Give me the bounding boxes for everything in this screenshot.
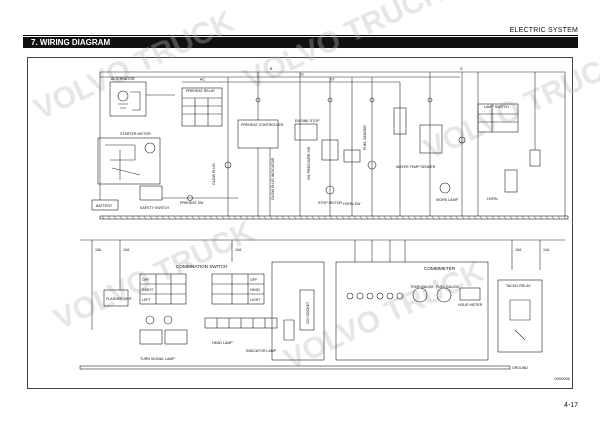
fuse-15a-1: 15A <box>95 248 102 252</box>
ground-bar-upper <box>99 215 569 220</box>
starter-motor-label: STARTER MOTOR <box>120 132 151 136</box>
work-lamp-label: WORK LAMP <box>436 198 459 202</box>
fuel-gauge-label: FUEL GAUGE <box>436 285 460 289</box>
section-title: ELECTRIC SYSTEM <box>509 27 578 34</box>
watermark-text-5: VOLVO TRUCK <box>279 255 489 376</box>
glow-plug-label: GLOW PLUG <box>212 163 216 185</box>
battery-label: BATTERY <box>96 204 113 208</box>
oil-pressure-label: OIL PRESSURE SW <box>307 146 311 180</box>
starter-motor: STARTER MOTOR <box>97 132 161 185</box>
figure-code: 0000000 <box>554 376 570 381</box>
battery: BATTERY <box>91 199 119 211</box>
fuse-15a-2: 15A <box>515 248 522 252</box>
head-lamp-label: HEAD LAMP <box>212 341 233 345</box>
safety-switch: SAFETY SWITCH PREHEAT SW <box>139 185 238 210</box>
sender-circuit: FUEL SENDER WATER TEMP SENDER <box>363 77 436 216</box>
turn-row-1: RIGHT <box>142 288 154 292</box>
alternator: ALTERNATOR <box>99 72 175 200</box>
combimeter: COMBIMETER TEMP GAUGE FUEL GAUGE HOUR ME… <box>335 240 489 361</box>
wire-code-ig: IG <box>300 73 304 77</box>
watermark-text-3: VOLVO TRUCK <box>419 45 600 166</box>
page-number: 4-17 <box>563 402 578 409</box>
safety-switch-label: SAFETY SWITCH <box>140 206 169 210</box>
combimeter-label: COMBIMETER <box>424 266 456 271</box>
engine-stop-circuit: ENGINE STOP STOP MOTOR OIL PRESSURE SW H… <box>294 72 361 216</box>
preheat-controller-label: PREHEAT CONTROLLER <box>241 123 284 127</box>
dc-socket: 12V SOCKET <box>271 261 325 361</box>
wire-code-b: B <box>270 67 273 71</box>
preheat-controller: PREHEAT CONTROLLER <box>237 72 284 216</box>
turn-row-0: OFF <box>142 278 150 282</box>
ground-label: GROUND <box>512 366 528 370</box>
indicator-lamp-label: INDICATOR LAMP <box>246 349 277 353</box>
light-row-1: HEAD <box>250 288 260 292</box>
preheat-switch-label: PREHEAT SW <box>180 201 204 205</box>
preheat-relay: PREHEAT RELAY <box>181 87 223 127</box>
wire-code-g: G <box>460 67 463 71</box>
flasher-unit: FLASHER UNIT <box>103 289 133 307</box>
turn-signal-lamp-label: TURN SIGNAL LAMP <box>140 357 175 361</box>
tacho-relay-label: TACHO RELAY <box>506 284 531 288</box>
temp-gauge-label: TEMP GAUGE <box>410 285 434 289</box>
wire-code-ac: AC <box>200 78 205 82</box>
watermark-text-1: VOLVO TRUCK <box>29 5 239 126</box>
flasher-unit-label: FLASHER UNIT <box>106 297 133 301</box>
preheat-relay-label: PREHEAT RELAY <box>186 89 216 93</box>
light-row-0: OFF <box>250 278 258 282</box>
header-rule <box>23 35 578 36</box>
fuse-10a-1: 10A <box>123 248 130 252</box>
work-lamp-circuit: WORK LAMP LAMP SWITCH HORN <box>419 72 566 216</box>
fuse-10a-3: 10A <box>543 248 550 252</box>
light-row-2: LIGHT <box>250 298 261 302</box>
alternator-label: ALTERNATOR <box>111 77 135 81</box>
glow-plug-indicator-label: GLOW PLUG INDICATOR <box>271 157 275 200</box>
lower-bus: 15A 10A 10A 15A 10A <box>80 239 565 330</box>
horn-label: HORN <box>487 197 498 201</box>
combination-switch-label: COMBINATION SWITCH <box>176 264 227 269</box>
engine-stop-label: ENGINE STOP <box>295 119 320 123</box>
dc-socket-label: 12V SOCKET <box>306 301 310 324</box>
wire-code-st: ST <box>330 78 335 82</box>
turn-row-2: LEFT <box>142 298 152 302</box>
fuse-10a-2: 10A <box>235 248 242 252</box>
ground-bar-lower: GROUND <box>79 365 528 370</box>
water-temp-label: WATER TEMP SENDER <box>396 165 436 169</box>
glow-plug: GLOW PLUG GLOW PLUG INDICATOR <box>212 77 275 216</box>
top-fuses <box>255 97 433 103</box>
page-title: 7. WIRING DIAGRAM <box>23 37 578 48</box>
stop-motor-label: STOP MOTOR <box>318 201 342 205</box>
combimeter-indicators <box>346 292 404 300</box>
diagram-frame <box>27 57 573 389</box>
lamps-lower: TURN SIGNAL LAMP HEAD LAMP INDICATOR LAM… <box>139 315 278 361</box>
fuel-sender-label: FUEL SENDER <box>363 125 367 150</box>
tacho-relay: TACHO RELAY <box>497 279 543 353</box>
hour-meter-label: HOUR METER <box>458 303 483 307</box>
combination-switch: COMBINATION SWITCH OFF RIGHT LEFT OFF HE… <box>139 264 265 305</box>
horn-switch-label: HORN SW <box>343 202 361 206</box>
lamp-switch-label: LAMP SWITCH <box>484 105 509 109</box>
top-bus: B IG ST AC G <box>100 67 565 83</box>
